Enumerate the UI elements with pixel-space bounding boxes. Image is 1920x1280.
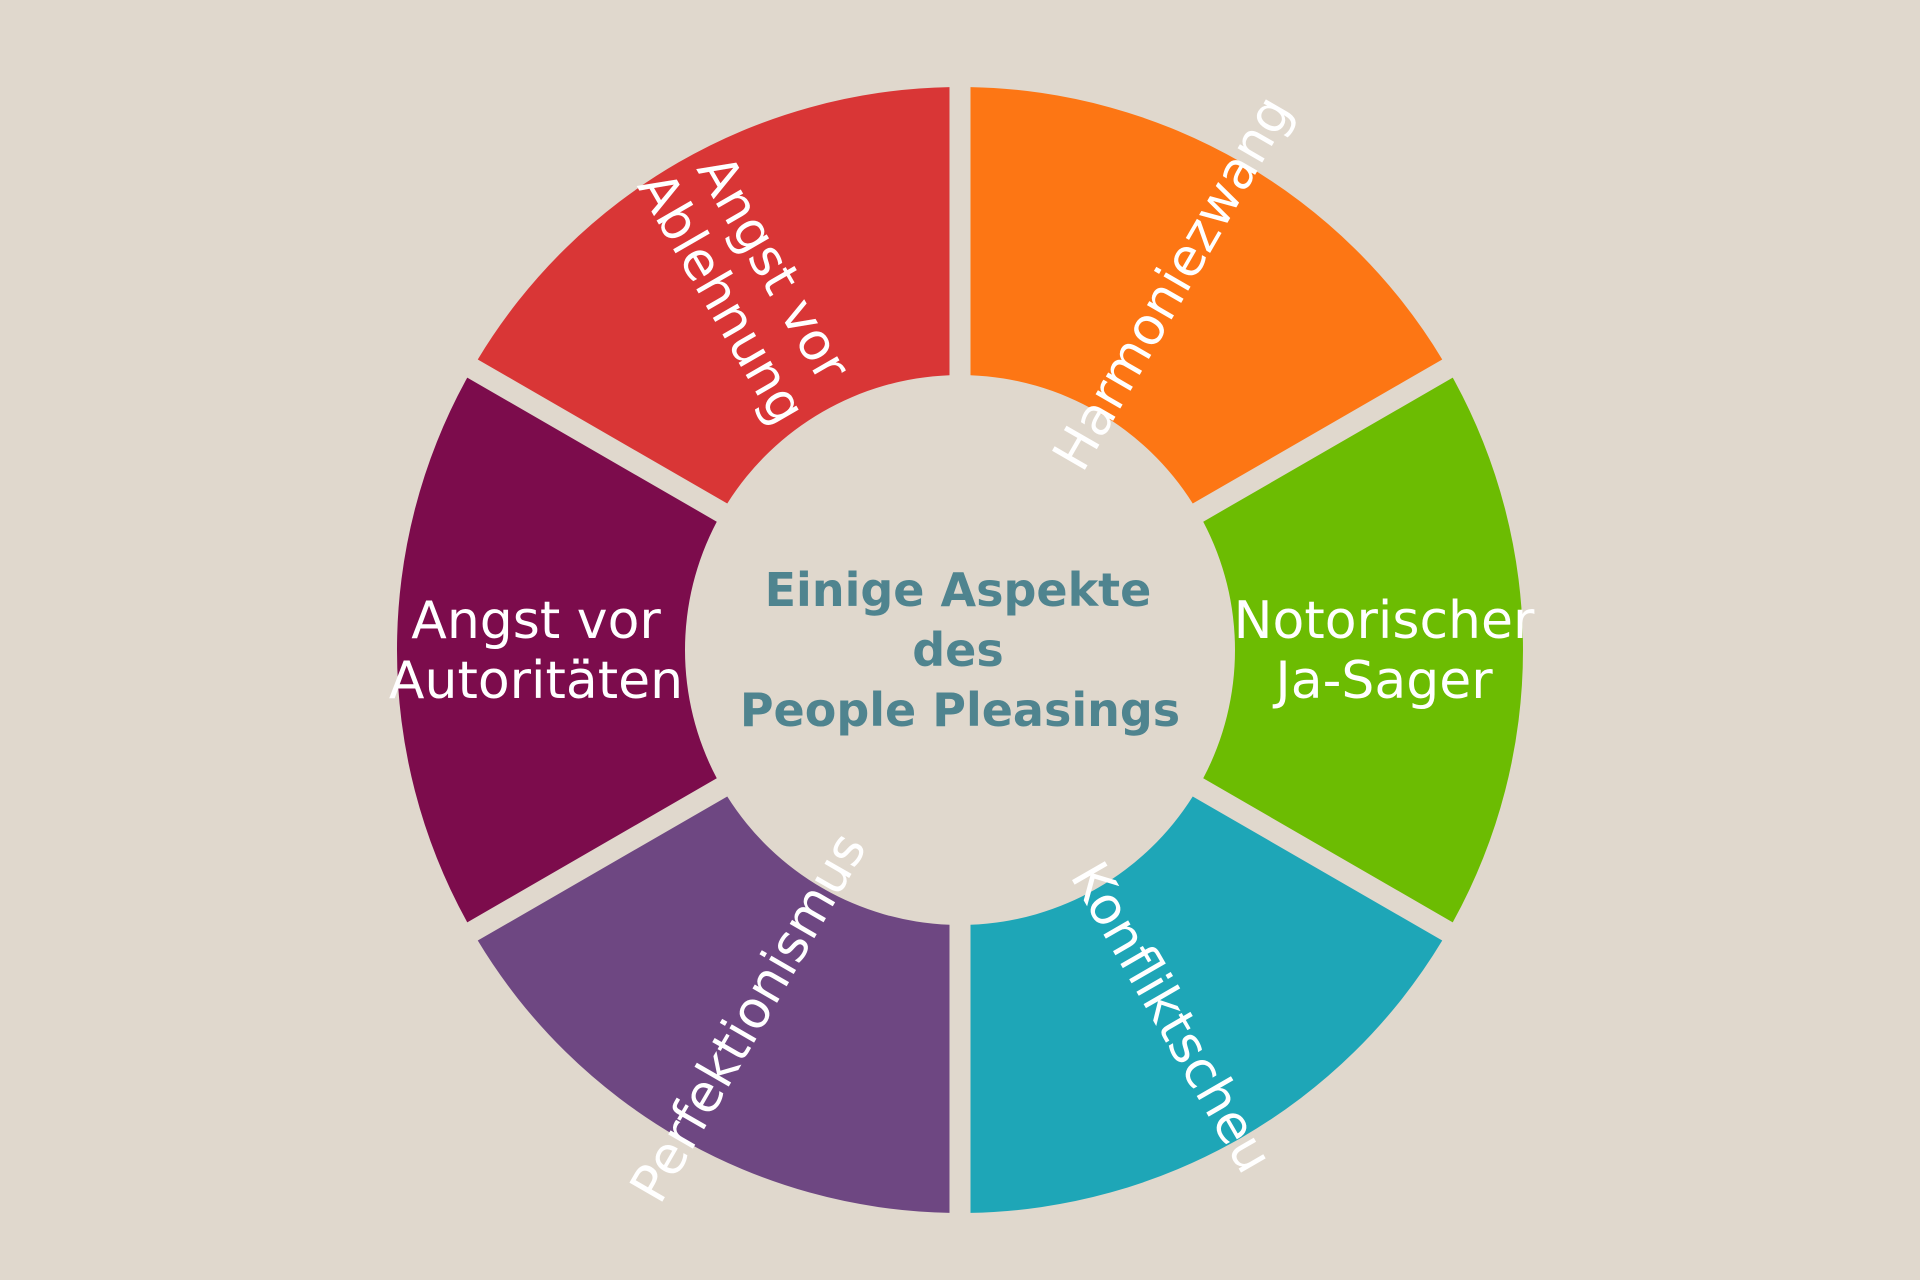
- center-title-line-1: Einige Aspekte: [765, 563, 1152, 617]
- segment-shape-angst-vor-ablehnung: [477, 87, 950, 504]
- segment-harmoniezwang: Harmoniezwang: [970, 86, 1443, 504]
- segment-shape-konfliktscheu: [970, 796, 1443, 1213]
- segment-label-line: Angst vor: [411, 591, 661, 651]
- center-title-line-2: des: [912, 623, 1004, 677]
- segment-shape-notorischer-ja-sager: [1203, 377, 1524, 923]
- segment-shape-harmoniezwang: [970, 87, 1443, 504]
- segment-perfektionismus: Perfektionismus: [477, 796, 950, 1213]
- segment-shape-angst-vor-autoritaeten: [396, 377, 717, 923]
- center-title: Einige Aspekte des People Pleasings: [740, 563, 1180, 737]
- segment-label-line: Ja-Sager: [1272, 651, 1493, 711]
- segment-shape-perfektionismus: [477, 796, 950, 1213]
- center-title-line-3: People Pleasings: [740, 683, 1180, 737]
- segment-angst-vor-ablehnung: Angst vorAblehnung: [477, 87, 950, 504]
- segment-label-line: Notorischer: [1234, 591, 1535, 651]
- segment-label-line: Autoritäten: [389, 651, 683, 711]
- segment-konfliktscheu: Konfliktscheu: [970, 796, 1443, 1213]
